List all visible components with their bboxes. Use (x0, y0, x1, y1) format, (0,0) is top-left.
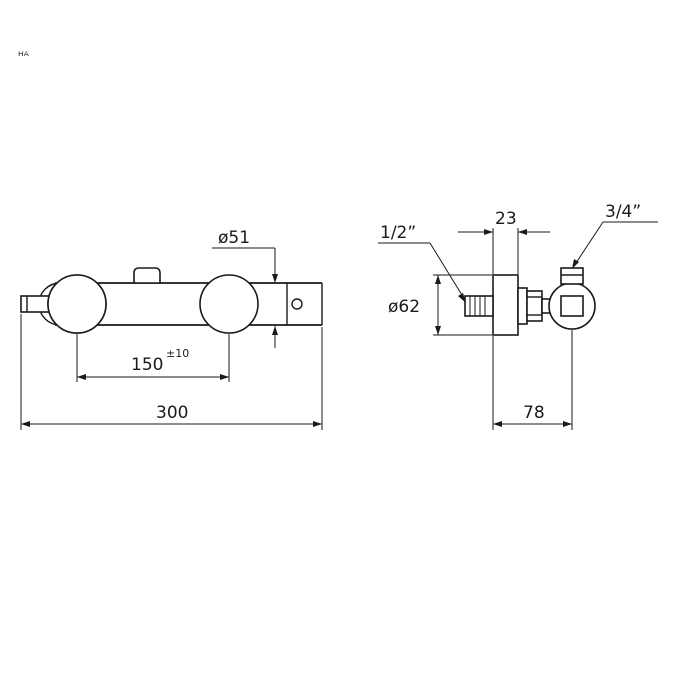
hex-nut (526, 290, 543, 322)
dim-total-300: 300 (20, 314, 323, 430)
dim-spacing-tolerance: ±10 (166, 347, 189, 360)
dim-width-23-label: 23 (495, 209, 517, 229)
leader-outlet-thread-label: 3/4” (605, 202, 641, 222)
leader-inlet-thread-label: 1/2” (380, 223, 416, 243)
front-view: ø51 150 ±10 300 (20, 228, 323, 430)
flange-neck (517, 287, 528, 325)
dim-spacing-150: 150 ±10 (76, 334, 230, 382)
dim-diameter-51-label: ø51 (218, 228, 250, 248)
outlet-body (548, 267, 596, 330)
dim-spacing-150-label: 150 (131, 355, 163, 375)
corner-mark: ᴴᴬ (18, 49, 30, 63)
side-view: 23 1/2” 3/4” ø62 (378, 202, 658, 430)
right-knob (199, 274, 259, 334)
dim-total-300-label: 300 (156, 403, 188, 423)
top-cap (133, 267, 161, 284)
wall-flange (492, 274, 519, 336)
dim-diameter-51: ø51 (212, 228, 278, 348)
leader-inlet-thread: 1/2” (378, 223, 466, 303)
leader-outlet-thread: 3/4” (572, 202, 658, 269)
dim-diameter-62: ø62 (388, 274, 492, 336)
lever-handle (20, 295, 52, 313)
inlet-pipe (464, 295, 494, 317)
dim-diameter-62-label: ø62 (388, 297, 420, 317)
dim-width-23: 23 (458, 209, 550, 274)
dim-depth-78: 78 (492, 330, 573, 430)
dim-depth-78-label: 78 (523, 403, 545, 423)
